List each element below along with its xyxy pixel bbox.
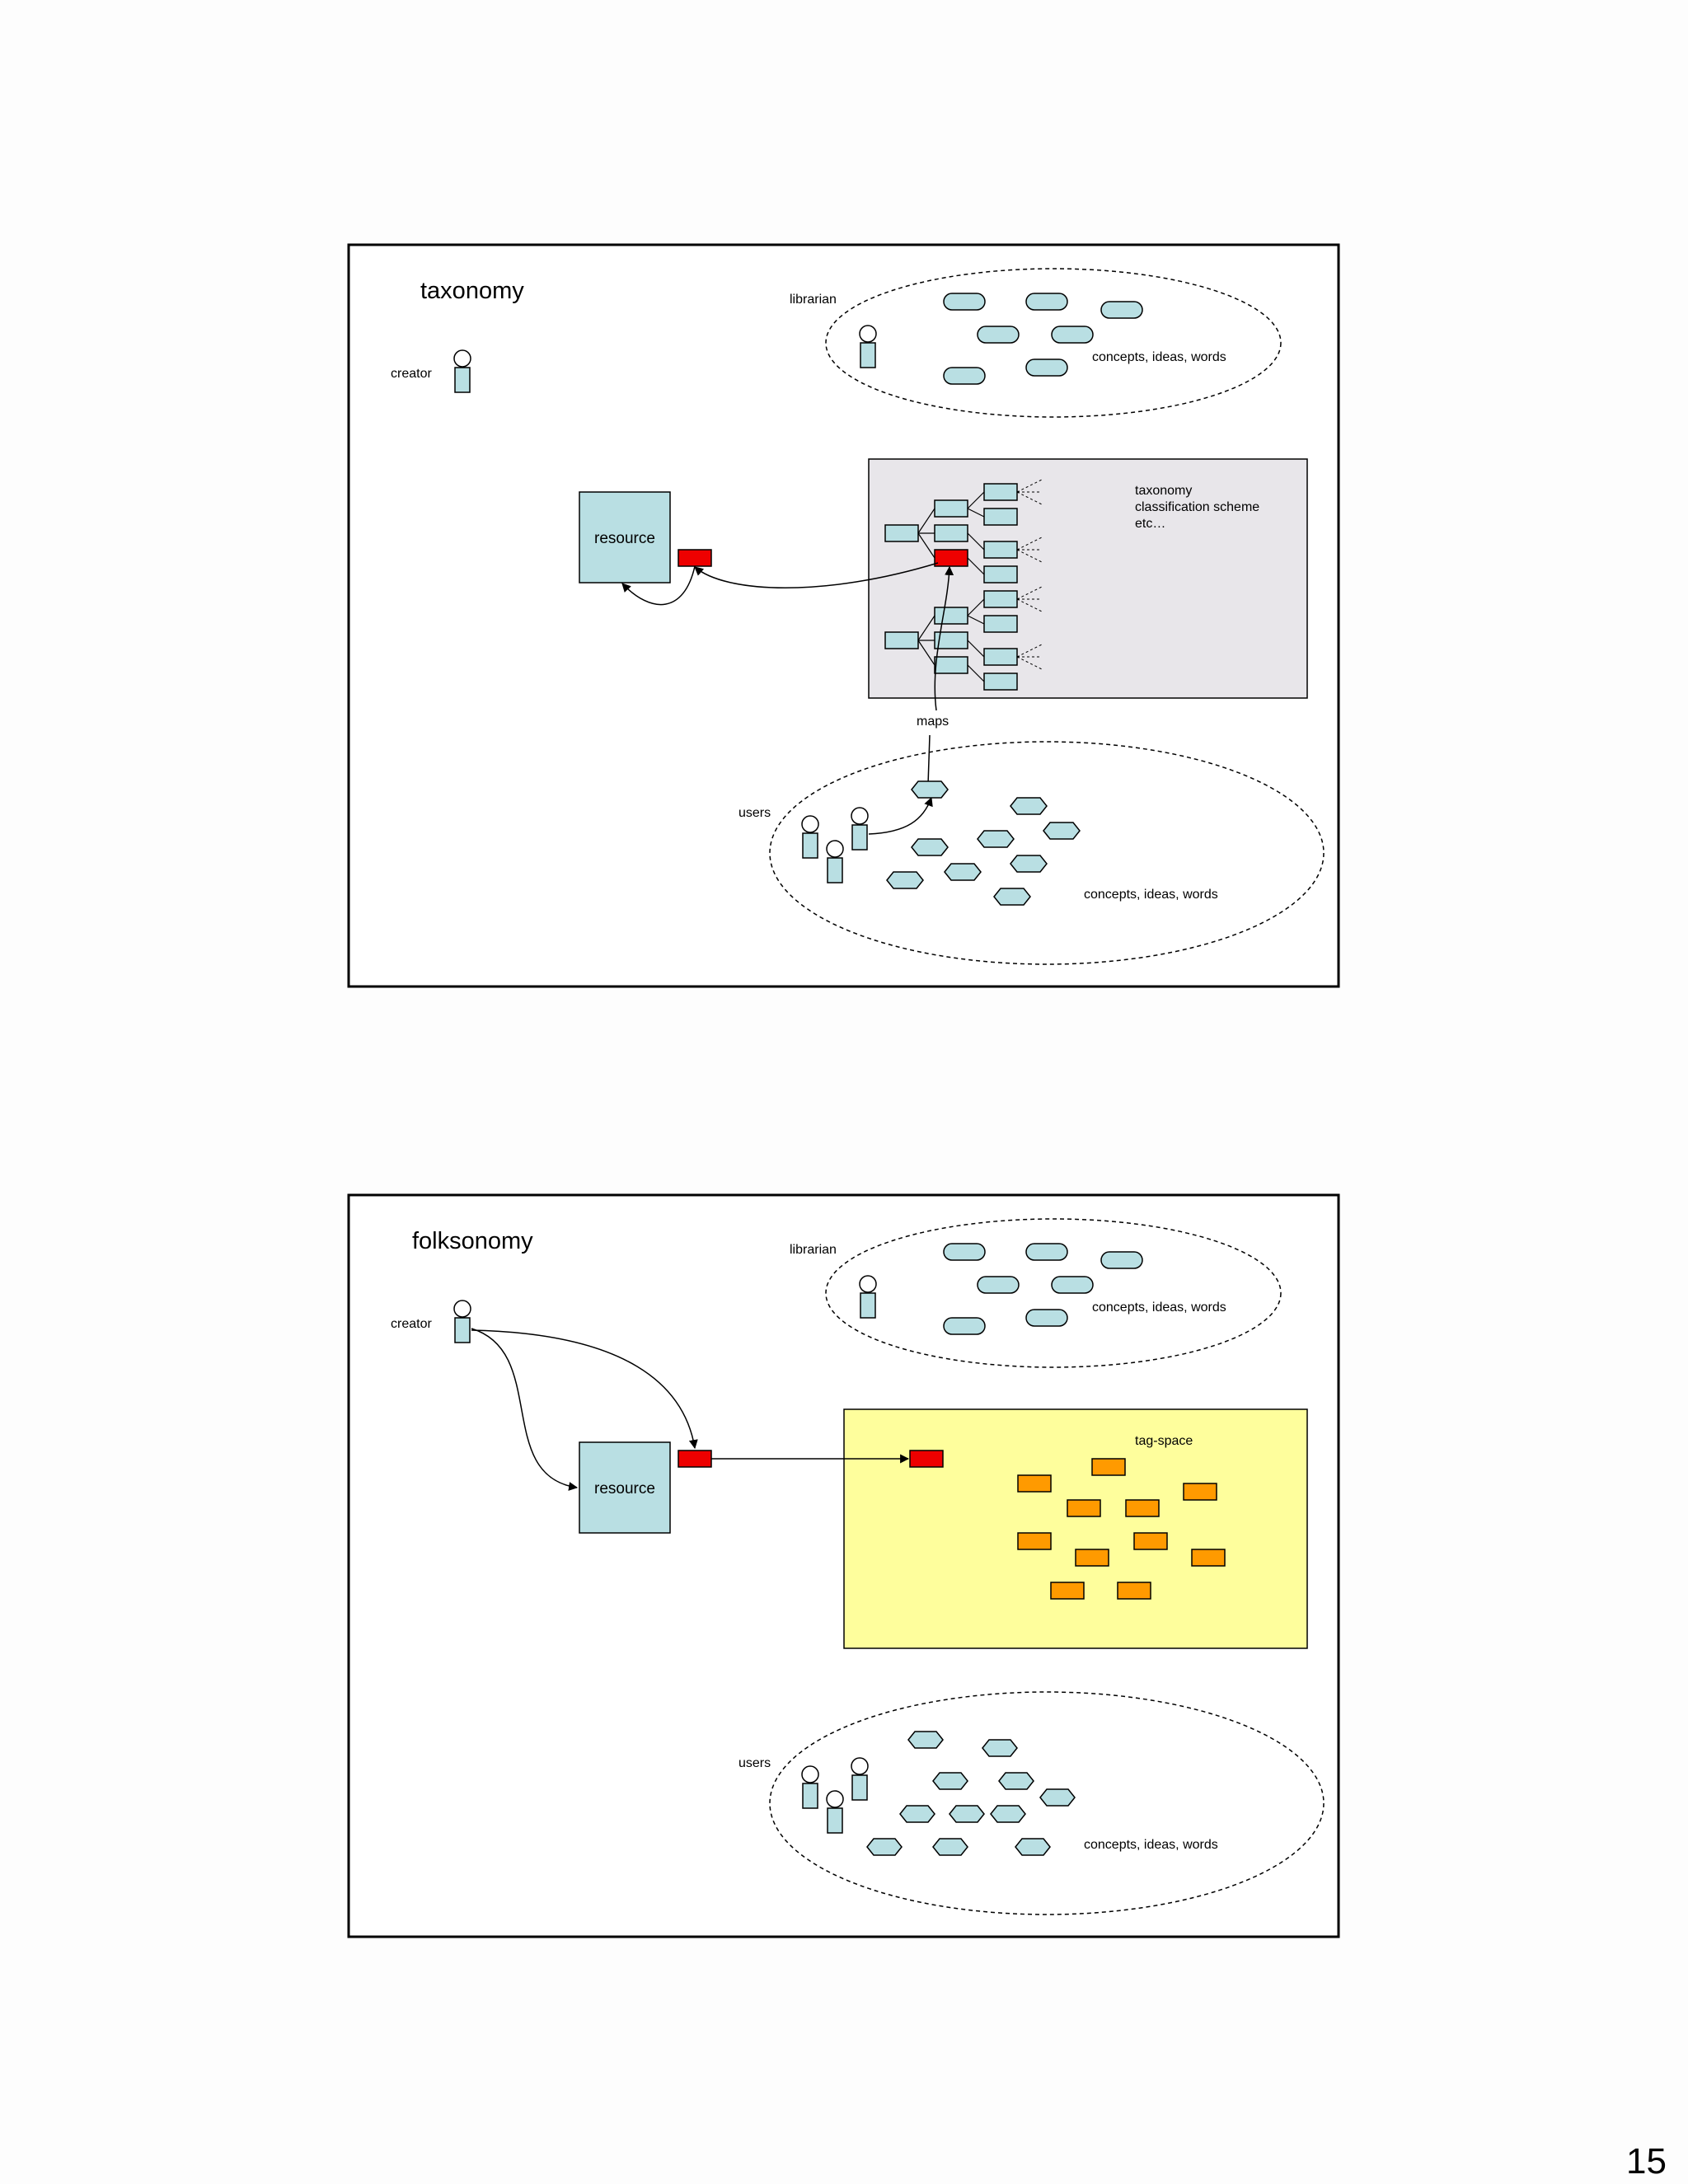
librarian-person-icon: [859, 325, 877, 368]
user-person-icon: [851, 1757, 869, 1801]
page-number: 15: [1626, 2141, 1667, 2182]
user-person-icon: [826, 840, 844, 883]
resource-tag: [678, 1450, 712, 1468]
librarian-concepts-label: concepts, ideas, words: [1092, 350, 1226, 364]
users-concepts-ellipse: [769, 1691, 1325, 1915]
arrow-tag-to-resource: [621, 565, 696, 606]
creator-label: creator: [391, 1317, 432, 1331]
librarian-person-icon: [859, 1275, 877, 1319]
tag-space-tags: [1017, 1458, 1226, 1600]
arrow-creator-to-tag: [471, 1329, 698, 1450]
users-concept-hexagons: [886, 780, 1081, 906]
resource-box: [579, 1441, 671, 1534]
taxonomy-tree-nodes: [884, 483, 1018, 691]
resource-box: [579, 491, 671, 583]
librarian-concepts-label: concepts, ideas, words: [1092, 1301, 1226, 1315]
taxonomy-tree-connectors: [917, 491, 985, 682]
slide-folksonomy: folksonomy creator librarian concepts, i…: [347, 1193, 1340, 1938]
slide-taxonomy: taxonomy creator librarian concepts, ide…: [347, 243, 1340, 988]
librarian-concepts-ellipse: [825, 1218, 1282, 1368]
users-concepts-ellipse: [769, 741, 1325, 965]
arrow-maps-to-panel: [934, 565, 954, 711]
users-label: users: [738, 1756, 771, 1770]
tag-space-panel: [843, 1408, 1308, 1649]
users-concepts-label: concepts, ideas, words: [1084, 1838, 1218, 1852]
resource-tag: [678, 549, 712, 567]
users-concepts-label: concepts, ideas, words: [1084, 888, 1218, 902]
users-concept-hexagons: [866, 1731, 1076, 1856]
user-person-icon: [851, 807, 869, 851]
creator-person-icon: [453, 1300, 471, 1343]
resource-label: resource: [594, 530, 655, 547]
creator-person-icon: [453, 349, 471, 393]
maps-connector: [927, 734, 931, 785]
users-label: users: [738, 806, 771, 820]
creator-label: creator: [391, 367, 432, 381]
taxonomy-highlight-tag: [934, 549, 968, 567]
tag-space-highlight-tag: [909, 1450, 944, 1468]
arrow-user-to-concept: [868, 796, 933, 835]
maps-label: maps: [917, 715, 949, 729]
arrow-creator-to-resource: [471, 1328, 579, 1491]
slide-title: taxonomy: [420, 278, 524, 304]
librarian-concept-pills: [943, 1243, 1143, 1335]
slide-title: folksonomy: [412, 1228, 533, 1254]
librarian-label: librarian: [790, 293, 837, 307]
user-person-icon: [801, 1765, 819, 1809]
user-person-icon: [801, 815, 819, 859]
resource-label: resource: [594, 1480, 655, 1497]
librarian-label: librarian: [790, 1243, 837, 1257]
taxonomy-tree-dashes: [1016, 479, 1043, 670]
librarian-concept-pills: [943, 293, 1143, 385]
user-person-icon: [826, 1790, 844, 1834]
arrow-panel-to-tag: [694, 562, 939, 588]
librarian-concepts-ellipse: [825, 268, 1282, 418]
taxonomy-panel-label: taxonomy classification scheme etc…: [1135, 484, 1264, 531]
tag-space-label: tag-space: [1135, 1434, 1193, 1448]
